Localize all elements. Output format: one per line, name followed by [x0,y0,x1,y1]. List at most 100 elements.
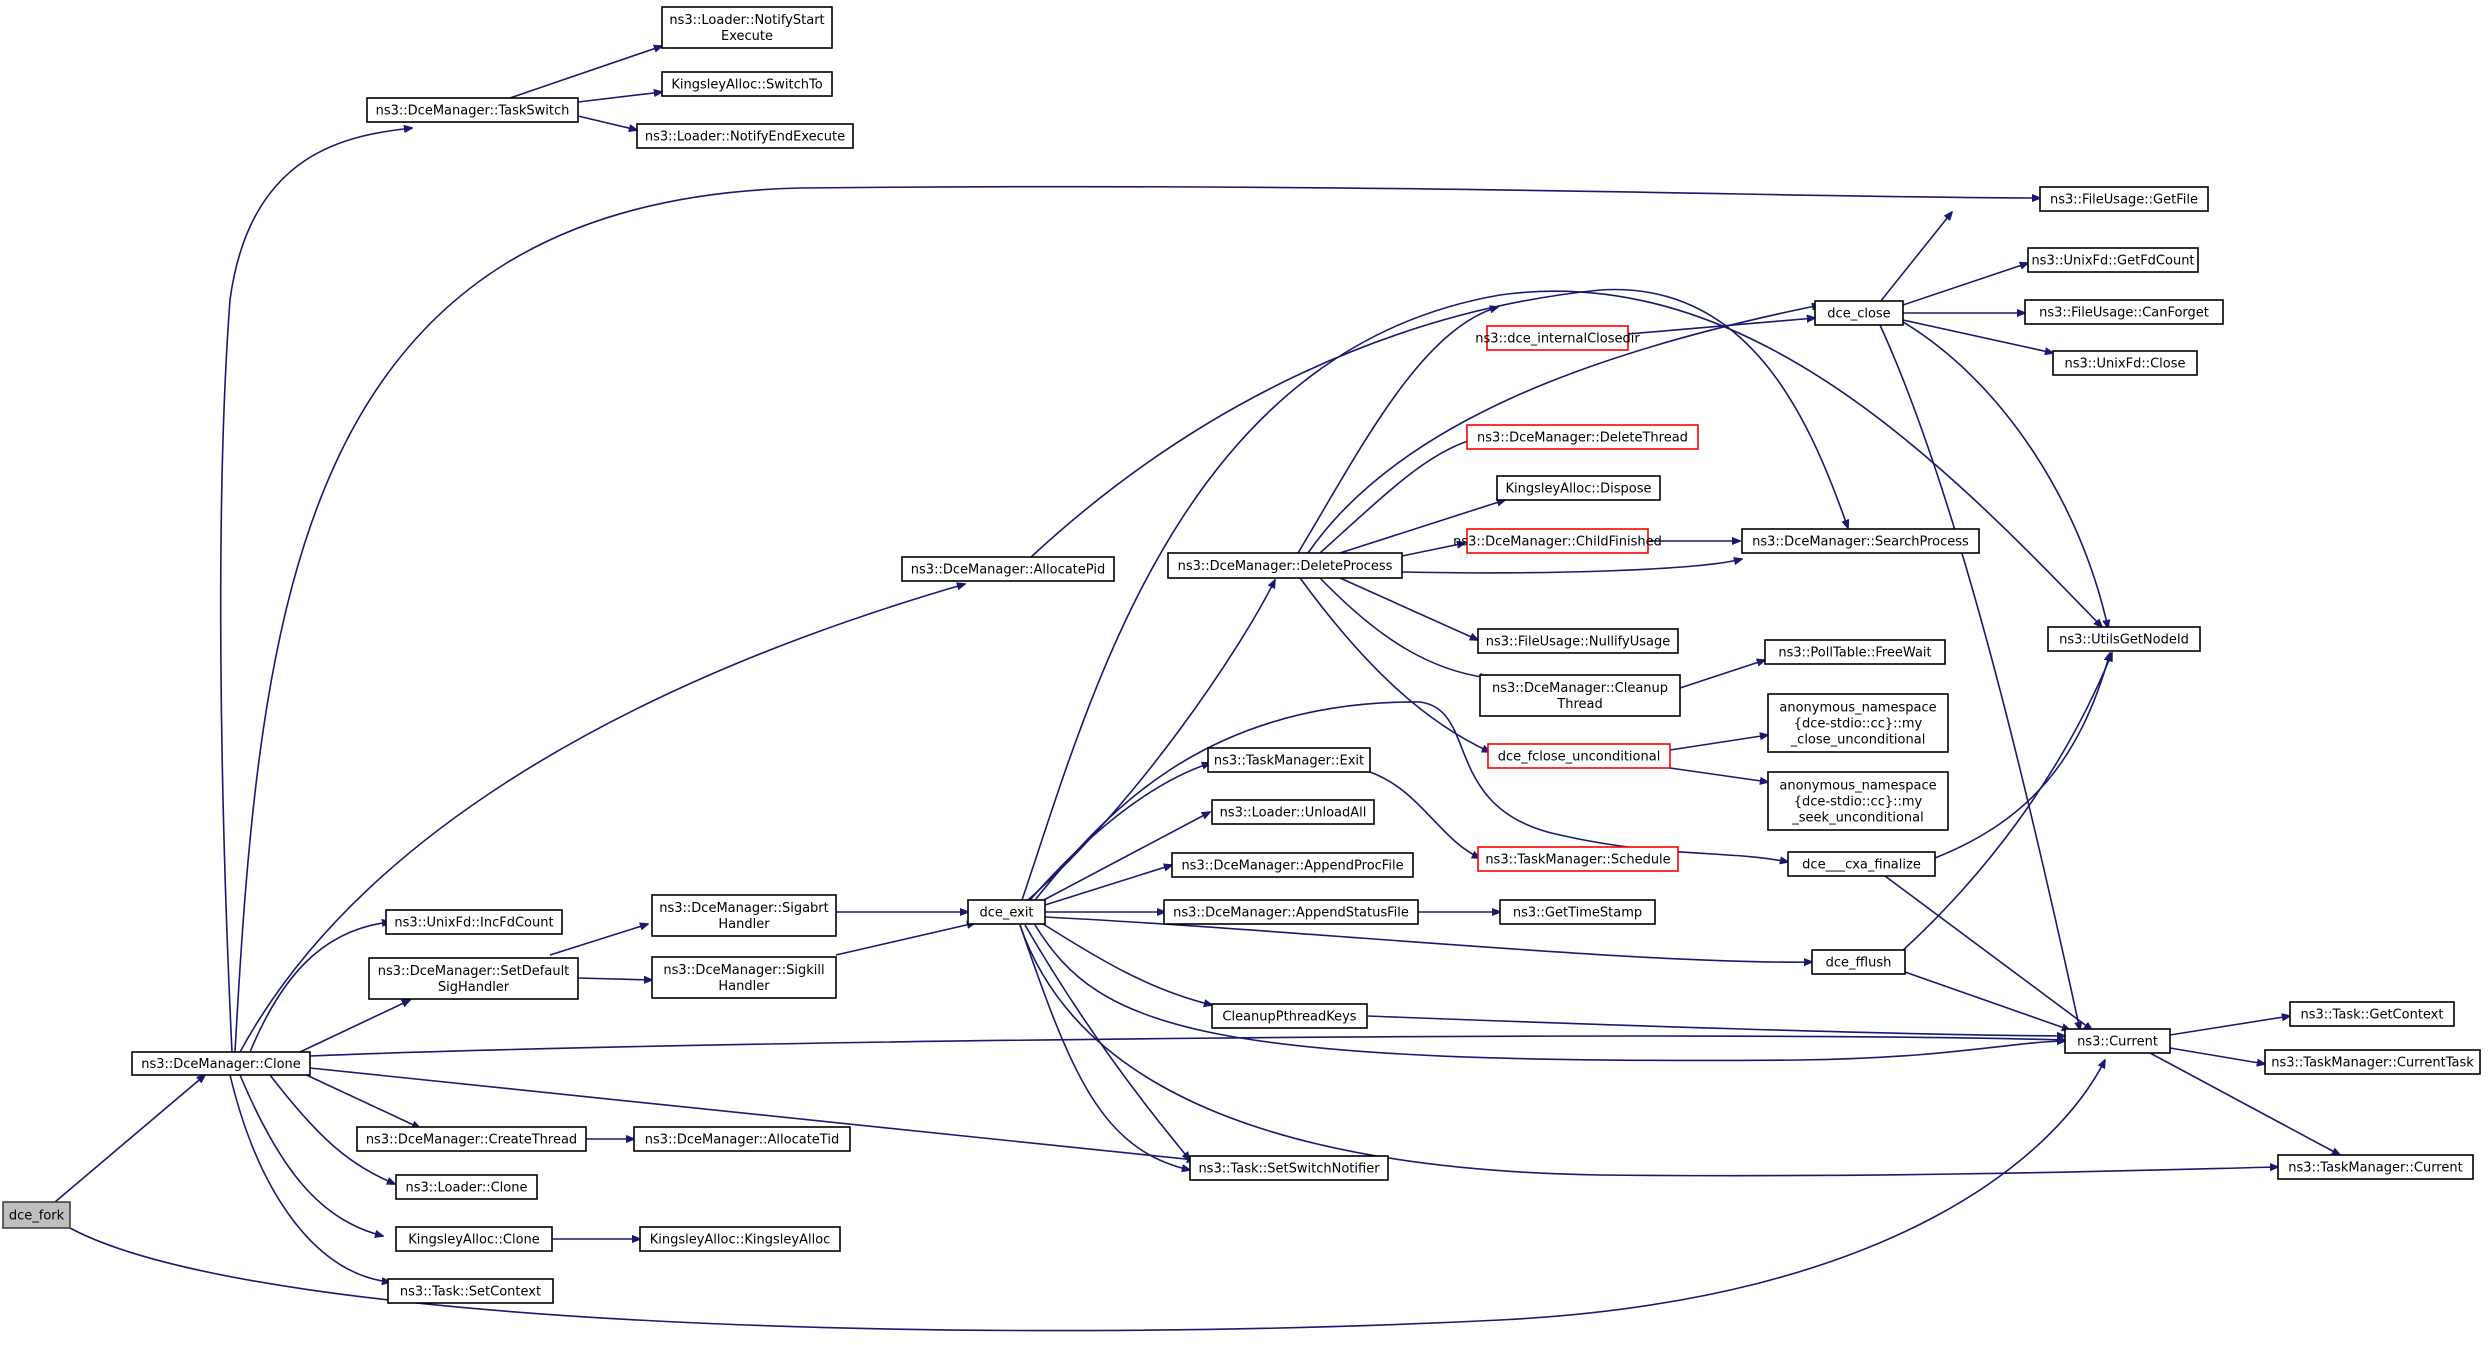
node-label: Handler [718,979,770,994]
node-nullifyusage[interactable]: ns3::FileUsage::NullifyUsage [1477,628,1679,654]
node-box [368,957,579,1000]
node-tmcurrent[interactable]: ns3::TaskManager::Current [2277,1154,2474,1180]
edge [1669,735,1768,751]
node-unloadall[interactable]: ns3::Loader::UnloadAll [1211,799,1375,825]
node-kadispose[interactable]: KingsleyAlloc::Dispose [1496,475,1661,501]
node-gettimestamp[interactable]: ns3::GetTimeStamp [1499,899,1656,925]
node-tmexit[interactable]: ns3::TaskManager::Exit [1207,747,1371,773]
node-myseek[interactable]: anonymous_namespace{dce-stdio::cc}::my_s… [1767,771,1949,831]
node-cxafinalize[interactable]: dce___cxa_finalize [1787,851,1936,877]
edge [1902,321,2108,628]
node-dce_exit[interactable]: dce_exit [967,899,1046,925]
node-getfile[interactable]: ns3::FileUsage::GetFile [2039,186,2209,212]
node-box [1741,528,1980,554]
node-currenttask[interactable]: ns3::TaskManager::CurrentTask [2264,1049,2481,1075]
node-label: ns3::DceManager::AppendProcFile [1181,859,1403,874]
node-utilsgetnodeid[interactable]: ns3::UtilsGetNodeId [2047,626,2201,652]
node-appendstatus[interactable]: ns3::DceManager::AppendStatusFile [1163,899,1419,925]
node-deleteprocess[interactable]: ns3::DceManager::DeleteProcess [1167,552,1403,579]
node-label: ns3::UtilsGetNodeId [2059,633,2189,648]
node-setswitch[interactable]: ns3::Task::SetSwitchNotifier [1189,1155,1389,1181]
node-box [901,556,1115,582]
node-setcontext[interactable]: ns3::Task::SetContext [387,1278,554,1304]
node-dceclose[interactable]: dce_close [1814,300,1904,326]
node-label: ns3::DceManager::Clone [141,1057,301,1072]
node-box [1479,674,1681,717]
node-allocatepid[interactable]: ns3::DceManager::AllocatePid [901,556,1115,582]
node-box [651,894,837,937]
node-box [2264,1049,2481,1075]
node-label: ns3::DceManager::DeleteThread [1477,431,1688,446]
node-box [387,1278,554,1304]
node-label: ns3::DceManager::Cleanup [1492,681,1668,696]
node-label: ns3::DceManager::AllocateTid [645,1133,839,1148]
node-unixfdclose[interactable]: ns3::UnixFd::Close [2052,350,2198,376]
node-fflush[interactable]: dce_fflush [1811,949,1906,975]
node-box [1167,552,1403,579]
node-notifyend[interactable]: ns3::Loader::NotifyEndExecute [636,123,854,149]
node-myclose[interactable]: anonymous_namespace{dce-stdio::cc}::my_c… [1767,693,1949,753]
node-label: dce_exit [979,906,1033,921]
node-deletethread[interactable]: ns3::DceManager::DeleteThread [1466,424,1699,450]
edge [577,978,652,980]
node-label: KingsleyAlloc::Clone [408,1233,540,1248]
node-allocatetid[interactable]: ns3::DceManager::AllocateTid [633,1126,851,1152]
edge [229,1074,390,1282]
node-box [2039,186,2209,212]
node-box [385,909,563,935]
node-clone[interactable]: ns3::DceManager::Clone [131,1051,311,1076]
node-box [1814,300,1904,326]
node-appendproc[interactable]: ns3::DceManager::AppendProcFile [1171,852,1414,878]
node-taskswitch[interactable]: ns3::DceManager::TaskSwitch [366,97,579,123]
node-label: ns3::DceManager::DeleteProcess [1178,559,1393,574]
call-edges [54,46,2340,1332]
node-createthread[interactable]: ns3::DceManager::CreateThread [356,1126,587,1152]
node-box [1499,899,1656,925]
edge [1029,763,1210,901]
node-loaderclone[interactable]: ns3::Loader::Clone [395,1174,538,1200]
node-kaclone[interactable]: KingsleyAlloc::Clone [395,1226,553,1252]
node-incfdcount[interactable]: ns3::UnixFd::IncFdCount [385,909,563,935]
node-dce_fork[interactable]: dce_fork [2,1201,71,1229]
node-getcontext[interactable]: ns3::Task::GetContext [2289,1001,2455,1027]
node-label: ns3::DceManager::CreateThread [366,1133,577,1148]
node-kalloc[interactable]: KingsleyAlloc::KingsleyAlloc [639,1226,841,1252]
edge [1879,212,1952,303]
node-label: _close_unconditional [1790,733,1926,748]
edge [1899,653,2112,954]
node-schedule[interactable]: ns3::TaskManager::Schedule [1477,846,1679,872]
edge [299,1000,410,1053]
node-switchto[interactable]: KingsleyAlloc::SwitchTo [661,71,833,97]
node-canforget[interactable]: ns3::FileUsage::CanForget [2024,299,2224,325]
node-internalclosedir[interactable]: ns3::dce_internalClosedir [1475,325,1640,351]
node-searchprocess[interactable]: ns3::DceManager::SearchProcess [1741,528,1980,554]
edge [549,924,648,956]
node-label: ns3::Task::GetContext [2301,1008,2444,1023]
node-childfinished[interactable]: ns3::DceManager::ChildFinished [1453,528,1662,554]
edge [1024,924,1190,1160]
node-box [661,71,833,97]
node-label: dce___cxa_finalize [1802,858,1921,873]
node-label: ns3::FileUsage::NullifyUsage [1486,635,1670,650]
node-cleanuppk[interactable]: CleanupPthreadKeys [1211,1003,1368,1029]
edge [1029,288,1848,559]
node-box [633,1126,851,1152]
node-box [2064,1028,2171,1054]
node-box [2024,299,2224,325]
node-fcloseunc[interactable]: dce_fclose_unconditional [1487,743,1671,769]
edge [2169,1047,2265,1064]
edge [309,1035,2065,1057]
node-freewait[interactable]: ns3::PollTable::FreeWait [1764,639,1946,665]
node-getfdcount[interactable]: ns3::UnixFd::GetFdCount [2027,247,2199,273]
node-box [2277,1154,2474,1180]
node-current[interactable]: ns3::Current [2064,1028,2171,1054]
node-label: ns3::DceManager::Sigkill [663,963,824,978]
node-label: ns3::UnixFd::IncFdCount [394,916,553,931]
edge [835,923,975,956]
edge [1034,924,2065,1062]
